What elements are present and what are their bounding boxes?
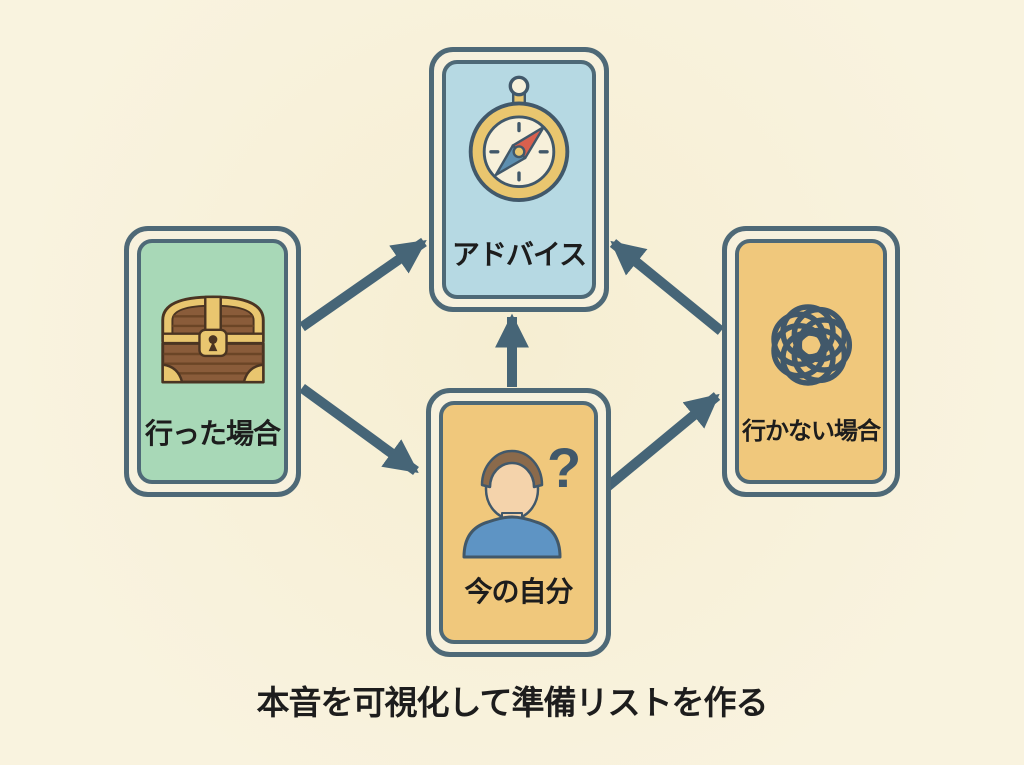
compass-icon: [468, 75, 570, 203]
card-went-label: 行った場合: [144, 418, 281, 449]
arrow-went-to-current-self: [299, 383, 419, 476]
arrow-went-to-advice: [299, 237, 427, 332]
arrow-not-go-to-advice: [609, 239, 725, 335]
caption: 本音を可視化して準備リストを作る: [256, 684, 768, 721]
card-current-self: ? 今の自分: [426, 388, 611, 657]
card-went: 行った場合: [124, 226, 301, 497]
card-advice-face: アドバイス: [442, 60, 596, 299]
treasure-chest-icon: [160, 295, 265, 384]
card-current-self-label: 今の自分: [464, 576, 573, 607]
knot-icon: [771, 304, 853, 386]
arrow-current-self-to-not-go: [603, 392, 721, 491]
card-advice-label: アドバイス: [451, 239, 587, 270]
card-not-go: 行かない場合: [722, 226, 900, 497]
card-not-go-label: 行かない場合: [742, 418, 881, 445]
person-icon: ?: [462, 436, 581, 559]
card-not-go-face: 行かない場合: [735, 239, 887, 484]
card-went-face: 行った場合: [137, 239, 288, 484]
card-advice: アドバイス: [429, 47, 609, 312]
card-current-self-face: ? 今の自分: [439, 401, 598, 644]
question-mark: ?: [547, 436, 581, 499]
